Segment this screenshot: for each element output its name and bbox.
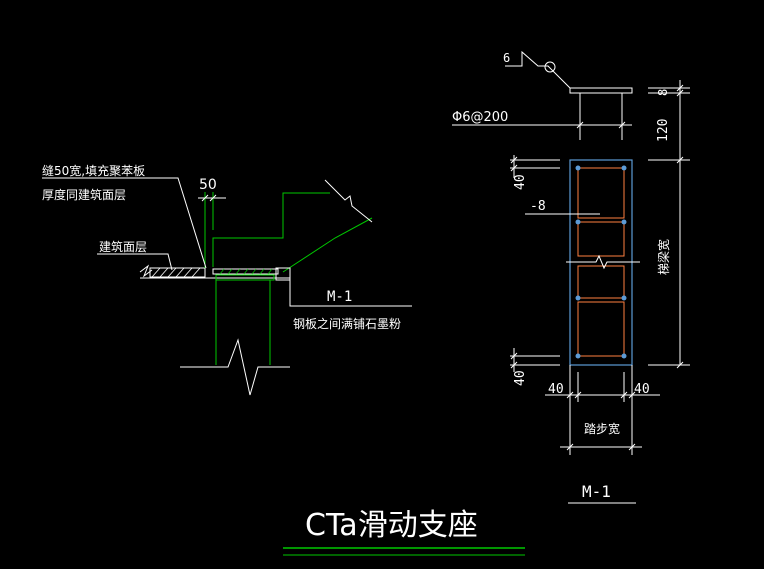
plate-end-block xyxy=(275,267,291,281)
dim-40-bottom-text: 40 xyxy=(513,370,528,386)
plate-elevation xyxy=(569,87,633,94)
title-text: CTa滑动支座 xyxy=(305,508,478,543)
dim-8-text: 8 xyxy=(656,89,670,96)
label-graphite: 钢板之间满铺石墨粉 xyxy=(293,317,401,331)
steel-plate-bottom xyxy=(215,274,275,281)
slab-break-mark xyxy=(139,264,153,278)
right-plate-detail: 6 Φ6@200 8 120 梯梁宽 xyxy=(452,50,690,504)
left-section-detail: 50 缝50宽,填充聚苯板 厚度同建筑面层 建筑面层 M-1 钢板之间满铺石墨粉 xyxy=(42,163,412,396)
label-plate: M-1 xyxy=(327,289,352,305)
finish-layer-hatch xyxy=(149,267,206,278)
plan-break-line xyxy=(566,254,640,270)
beam-break-bottom xyxy=(180,338,290,396)
label-gap-2: 厚度同建筑面层 xyxy=(42,187,126,202)
dim-40-right-text: 40 xyxy=(634,382,650,397)
steel-plate-top xyxy=(212,268,279,275)
rebar-dots xyxy=(575,165,627,359)
plate-hatch xyxy=(219,268,273,275)
plan-rebar xyxy=(577,167,625,357)
weld-size-text: 6 xyxy=(503,51,510,65)
width-label: 梯梁宽 xyxy=(656,239,671,275)
plate-title-text: M-1 xyxy=(582,482,611,501)
weld-leader xyxy=(505,50,571,89)
stair-outline xyxy=(212,192,330,267)
drawing-title: CTa滑动支座 xyxy=(283,508,525,556)
step-width-text: 踏步宽 xyxy=(584,421,620,436)
dim-120-text: 120 xyxy=(656,119,671,142)
dim-40-left-text: 40 xyxy=(548,382,564,397)
leader-plate xyxy=(289,278,412,307)
stair-slope-line xyxy=(282,217,373,273)
rebar-text: Φ6@200 xyxy=(452,110,508,125)
weld-circle xyxy=(544,61,556,73)
dim-50-text: 50 xyxy=(199,177,217,193)
stair-break-top xyxy=(324,179,373,223)
dim-40-top-text: 40 xyxy=(513,174,528,190)
finish-layer-hatch-lines xyxy=(151,267,201,278)
label-finish: 建筑面层 xyxy=(99,239,147,254)
label-gap: 缝50宽,填充聚苯板 xyxy=(42,163,145,178)
leader-finish xyxy=(97,253,173,271)
leader-gap xyxy=(42,177,207,269)
plate-thk-text: -8 xyxy=(530,199,546,214)
